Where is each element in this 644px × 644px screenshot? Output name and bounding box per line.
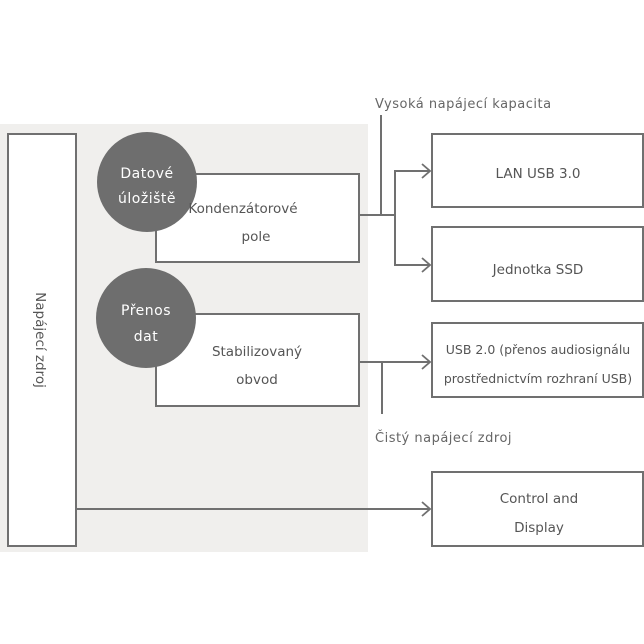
arrow-to-lan xyxy=(394,171,430,215)
capacitor-bank-label-1: Kondenzátorové xyxy=(188,201,297,217)
usb2-box xyxy=(431,322,644,398)
capacitor-bank-box xyxy=(155,173,360,263)
usb2-label-2: prostřednictvím rozhraní USB) xyxy=(444,371,632,386)
control-display-label-1: Control and xyxy=(500,491,579,507)
data-storage-label-1: Datové xyxy=(120,166,173,182)
stabilized-circuit-label-2: obvod xyxy=(236,372,278,388)
power-supply-box xyxy=(7,133,77,547)
control-display-label-2: Display xyxy=(514,520,564,536)
data-transfer-label-1: Přenos xyxy=(121,303,171,319)
data-transfer-circle xyxy=(96,268,196,368)
stabilized-circuit-label-1: Stabilizovaný xyxy=(212,344,302,360)
lan-usb3-label: LAN USB 3.0 xyxy=(496,166,581,182)
data-transfer-label-2: dat xyxy=(134,329,158,345)
data-storage-label-2: úložiště xyxy=(118,191,176,207)
high-capacity-annotation: Vysoká napájecí kapacita xyxy=(375,97,552,112)
clean-power-annotation: Čistý napájecí zdroj xyxy=(375,430,512,446)
ssd-box xyxy=(431,226,644,302)
data-storage-circle xyxy=(97,132,197,232)
control-display-box xyxy=(431,471,644,547)
usb2-label-1: USB 2.0 (přenos audiosignálu xyxy=(446,342,630,357)
ssd-label: Jednotka SSD xyxy=(492,262,584,278)
arrow-to-ssd xyxy=(394,215,430,265)
power-supply-label: Napájecí zdroj xyxy=(32,292,48,388)
capacitor-bank-label-2: pole xyxy=(242,229,271,245)
lan-usb3-box xyxy=(431,133,644,208)
